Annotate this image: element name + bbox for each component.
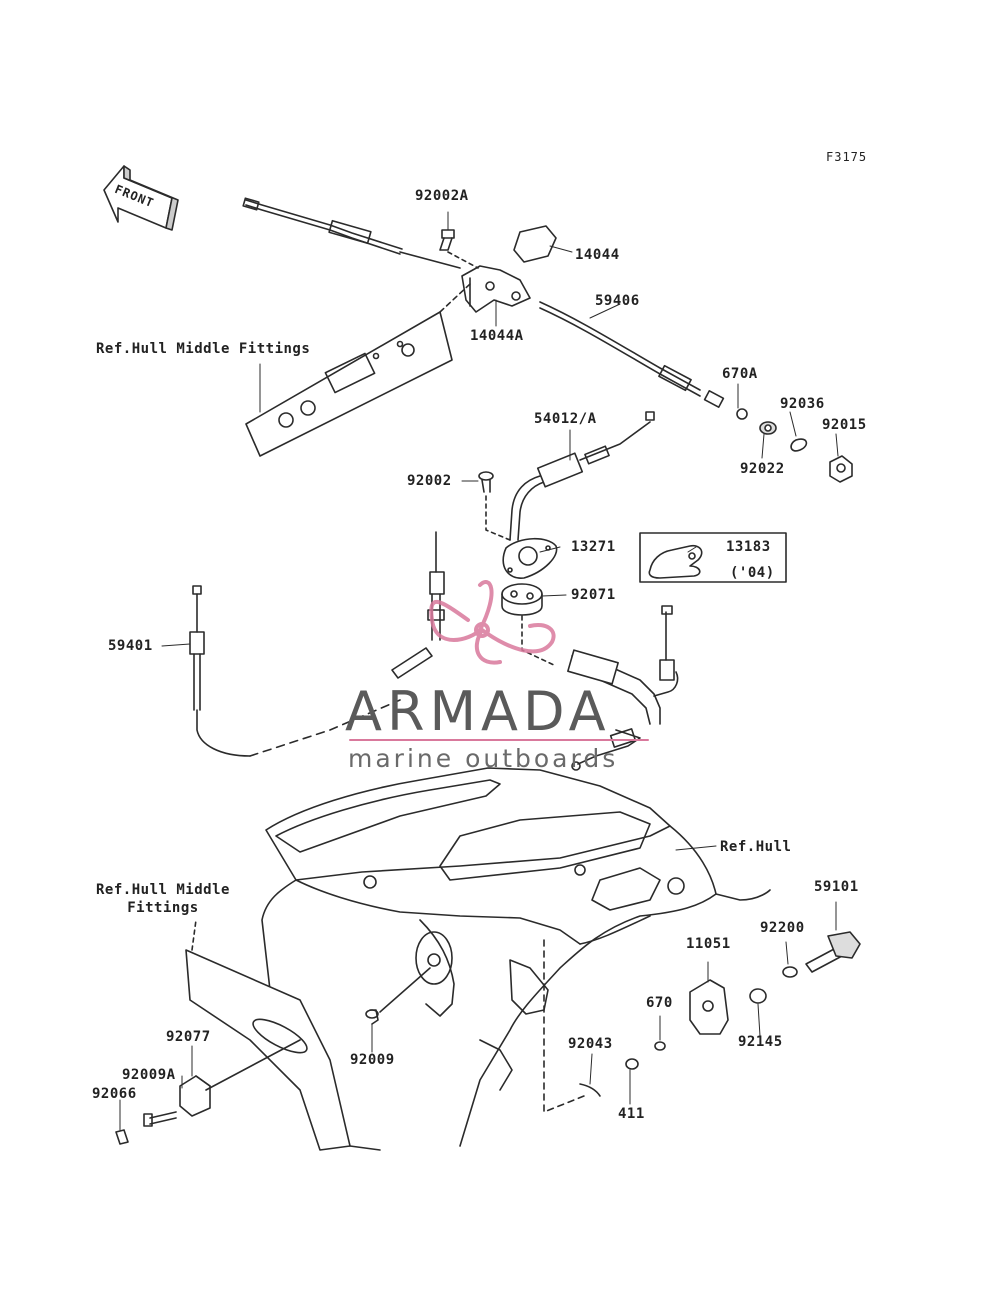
part-label-59401: 59401 bbox=[108, 638, 153, 654]
inset-box-13183 bbox=[639, 532, 787, 583]
part-label-14044a: 14044A bbox=[470, 328, 524, 344]
part-label-92002: 92002 bbox=[407, 473, 452, 489]
part-label-14044: 14044 bbox=[575, 247, 620, 263]
watermark-subtitle: marine outboards bbox=[348, 744, 619, 773]
part-label-411: 411 bbox=[618, 1106, 645, 1122]
part-label-92002a: 92002A bbox=[415, 188, 469, 204]
part-label-92145: 92145 bbox=[738, 1034, 783, 1050]
part-label-92066: 92066 bbox=[92, 1086, 137, 1102]
armada-logo-icon bbox=[429, 580, 556, 665]
ref-hull-middle-top: Ref.Hull Middle Fittings bbox=[96, 341, 311, 357]
hull-middle-panel-top bbox=[245, 283, 471, 457]
part-label-92009: 92009 bbox=[350, 1052, 395, 1068]
hardware-lower-right bbox=[543, 931, 861, 1113]
part-label-92200: 92200 bbox=[760, 920, 805, 936]
part-label-13183-note: ('04) bbox=[730, 565, 775, 581]
middle-cable-drawing bbox=[427, 531, 445, 641]
part-label-13271: 13271 bbox=[571, 539, 616, 555]
hull-middle-panel-bottom bbox=[185, 919, 351, 1151]
bolt-92002a-drawing bbox=[439, 229, 479, 269]
plate-13271-drawing bbox=[502, 537, 558, 579]
part-label-92009a: 92009A bbox=[122, 1067, 176, 1083]
hull-drawing bbox=[261, 767, 771, 1151]
part-label-92015: 92015 bbox=[822, 417, 867, 433]
part-label-92071: 92071 bbox=[571, 587, 616, 603]
leader-lines bbox=[119, 211, 839, 1131]
hardware-lower-left bbox=[115, 967, 431, 1145]
bolt-92002-drawing bbox=[478, 471, 511, 541]
ref-hull: Ref.Hull bbox=[720, 839, 792, 855]
upper-cable-drawing bbox=[242, 197, 725, 408]
figure-id: F3175 bbox=[826, 150, 868, 164]
part-label-59406: 59406 bbox=[595, 293, 640, 309]
part-label-670a: 670A bbox=[722, 366, 758, 382]
part-label-13183: 13183 bbox=[726, 539, 771, 555]
part-label-54012a: 54012/A bbox=[534, 411, 597, 427]
hardware-upper-right bbox=[736, 408, 853, 483]
part-label-670: 670 bbox=[646, 995, 673, 1011]
watermark-title: ARMADA bbox=[345, 680, 611, 743]
throttle-cable-59401-drawing bbox=[189, 585, 433, 757]
bracket-14044a-drawing bbox=[461, 265, 531, 313]
part-label-11051: 11051 bbox=[686, 936, 731, 952]
part-label-92022: 92022 bbox=[740, 461, 785, 477]
cover-14044-drawing bbox=[513, 225, 557, 263]
part-label-92077: 92077 bbox=[166, 1029, 211, 1045]
ref-hull-middle-bottom: Ref.Hull Middle Fittings bbox=[96, 882, 230, 916]
part-label-92036: 92036 bbox=[780, 396, 825, 412]
front-arrow-icon bbox=[103, 165, 179, 231]
right-cable-junction-drawing bbox=[567, 605, 679, 771]
choke-cable-54012a-drawing bbox=[509, 411, 655, 541]
part-label-59101: 59101 bbox=[814, 879, 859, 895]
part-label-92043: 92043 bbox=[568, 1036, 613, 1052]
